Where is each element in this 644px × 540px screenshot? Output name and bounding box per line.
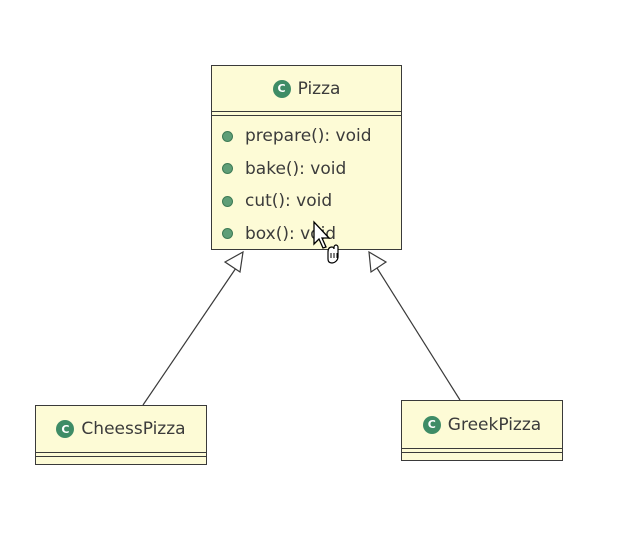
public-method-icon [222, 195, 233, 207]
class-pizza[interactable]: C Pizza prepare(): void bake(): void cut… [211, 65, 402, 250]
method-list: prepare(): void bake(): void cut(): void… [212, 116, 401, 252]
generalization-arrowhead [223, 250, 244, 274]
public-method-icon [222, 163, 233, 175]
method-item[interactable]: box(): void [222, 218, 401, 251]
class-separator [212, 111, 401, 116]
class-pizza-header: C Pizza [212, 66, 401, 111]
class-name: Pizza [297, 78, 341, 99]
class-name: CheessPizza [81, 419, 186, 439]
method-signature: bake(): void [245, 158, 347, 179]
class-greekpizza[interactable]: C GreekPizza [401, 400, 563, 461]
generalization-arrowhead [368, 250, 388, 274]
class-separator [36, 452, 206, 457]
method-signature: prepare(): void [245, 126, 372, 147]
edge-cheesspizza-pizza [142, 267, 237, 406]
method-signature: box(): void [245, 223, 337, 244]
public-method-icon [222, 228, 233, 240]
method-item[interactable]: cut(): void [222, 185, 401, 218]
class-name: GreekPizza [447, 414, 542, 435]
public-method-icon [222, 130, 233, 142]
class-cheesspizza-header: C CheessPizza [36, 406, 206, 452]
method-item[interactable]: bake(): void [222, 153, 401, 186]
mouse-cursor-icon [313, 220, 339, 264]
method-item[interactable]: prepare(): void [222, 120, 401, 153]
edge-greekpizza-pizza [376, 267, 461, 401]
class-icon: C [422, 415, 441, 434]
class-separator [402, 448, 562, 453]
class-greekpizza-header: C GreekPizza [402, 401, 562, 448]
class-icon: C [272, 79, 291, 98]
method-signature: cut(): void [245, 191, 333, 212]
class-cheesspizza[interactable]: C CheessPizza [35, 405, 207, 465]
class-icon: C [56, 420, 75, 438]
